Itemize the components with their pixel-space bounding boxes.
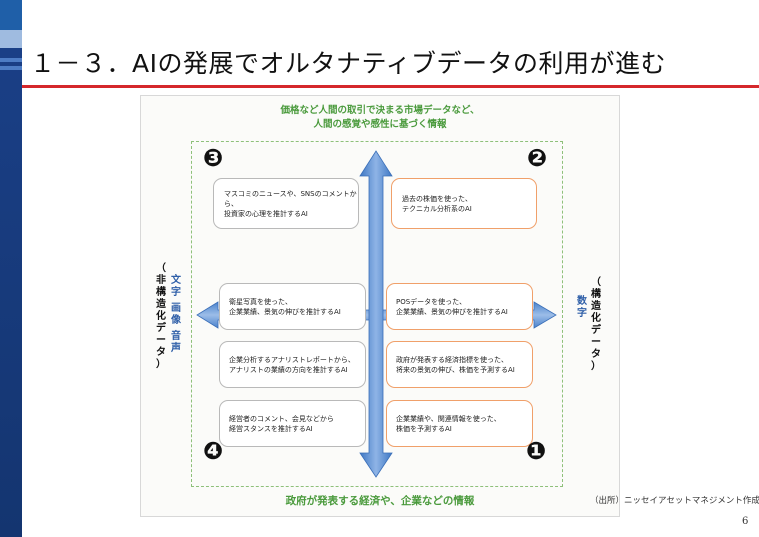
source-note: （出所）ニッセイアセットマネジメント作成 [590,496,759,506]
left-axis-label: （ 非 構 造 化 デ ー タ ） [155,263,167,371]
left-axis-char: 化 [156,311,166,322]
box-left-1-line2: 投資家の心理を推計するAI [224,209,308,218]
box-right-4-line2: 株価を予測するAI [396,424,452,433]
right-axis-paren-close: ） [591,361,601,372]
right-axis-char: ー [591,337,601,348]
left-axis-char: ー [156,335,166,346]
slide-title: １－３．AIの発展でオルタナティブデータの利用が進む [30,49,666,78]
left-axis-char: タ [156,347,166,358]
box-right-3-line2: 将来の景気の伸び、株価を予測するAI [396,365,515,374]
left-bar-top-block [0,0,22,30]
box-left-3-line2: アナリストの業績の方向を推計するAI [229,365,348,374]
box-right-2-line1: POSデータを使った、 [396,297,467,306]
box-left-2: 衛星写真を使った、企業業績、景気の伸びを推計するAI [219,283,366,330]
box-left-3: 企業分析するアナリストレポートから、アナリストの業績の方向を推計するAI [219,341,366,388]
left-axis-paren-open: （ [156,263,166,274]
box-left-4-line1: 経営者のコメント、会見などから [229,414,334,423]
left-axis-char: 構 [156,287,166,298]
box-right-3-line1: 政府が発表する経済指標を使った、 [396,355,508,364]
quadrant-number-1: ❶ [525,437,547,465]
right-axis-char: タ [591,349,601,360]
box-left-4: 経営者のコメント、会見などから経営スタンスを推計するAI [219,400,366,447]
left-type-char: 字 [171,287,181,298]
box-right-4-line1: 企業業績や、関連情報を使った、 [396,414,501,423]
right-axis-char: 構 [591,289,601,300]
quadrant-number-2: ❷ [526,144,548,172]
box-right-1-line1: 過去の株価を使った、 [402,194,472,203]
left-accent-bar [0,0,22,537]
left-type-char: 画 [171,303,181,314]
box-right-1-line2: テクニカル分析系のAI [402,204,472,213]
right-axis-paren-open: （ [591,277,601,288]
left-type-char: 声 [171,343,181,354]
left-axis-paren-close: ） [156,359,166,370]
box-left-4-line2: 経営スタンスを推計するAI [229,424,313,433]
quadrant-number-4: ❹ [202,437,224,465]
right-type-char: 数 [577,296,587,307]
right-axis-types: 数 字 [576,296,588,320]
box-left-1: マスコミのニュースや、SNSのコメントから、投資家の心理を推計するAI [213,178,359,229]
box-left-2-line1: 衛星写真を使った、 [229,297,292,306]
diagram-dashed-border [191,141,563,487]
left-type-char: 音 [171,331,181,342]
left-bar-main [0,48,22,537]
top-caption-line2: 人間の感覚や感性に基づく情報 [313,119,447,130]
right-axis-char: 化 [591,313,601,324]
title-underline [22,85,759,88]
right-axis-char: デ [591,325,601,336]
box-right-3: 政府が発表する経済指標を使った、将来の景気の伸び、株価を予測するAI [386,341,533,388]
left-axis-char: デ [156,323,166,334]
box-right-2-line2: 企業業績、景気の伸びを推計するAI [396,307,508,316]
box-left-1-line1: マスコミのニュースや、SNSのコメントから、 [224,189,357,208]
box-left-2-line2: 企業業績、景気の伸びを推計するAI [229,307,341,316]
box-right-2: POSデータを使った、企業業績、景気の伸びを推計するAI [386,283,533,330]
left-bar-light-block [0,30,22,48]
vertical-axis-arrow [359,150,393,478]
top-caption: 価格など人間の取引で決まる市場データなど、 人間の感覚や感性に基づく情報 [240,104,520,132]
right-axis-label: （ 構 造 化 デ ー タ ） [590,277,602,373]
box-left-3-line1: 企業分析するアナリストレポートから、 [229,355,355,364]
left-bar-stripe [0,58,22,62]
left-type-char: 文 [171,275,181,286]
page-number: 6 [742,516,749,527]
left-axis-char: 非 [156,275,166,286]
top-caption-line1: 価格など人間の取引で決まる市場データなど、 [280,105,480,116]
left-bar-stripe [0,66,22,70]
bottom-caption: 政府が発表する経済や、企業などの情報 [285,495,475,507]
left-type-char: 像 [171,315,181,326]
right-type-char: 字 [577,308,587,319]
box-right-1: 過去の株価を使った、テクニカル分析系のAI [391,178,537,229]
left-axis-char: 造 [156,299,166,310]
left-axis-types: 文 字 画 像 音 声 [170,275,182,355]
quadrant-number-3: ❸ [202,144,224,172]
right-axis-char: 造 [591,301,601,312]
box-right-4: 企業業績や、関連情報を使った、株価を予測するAI [386,400,533,447]
